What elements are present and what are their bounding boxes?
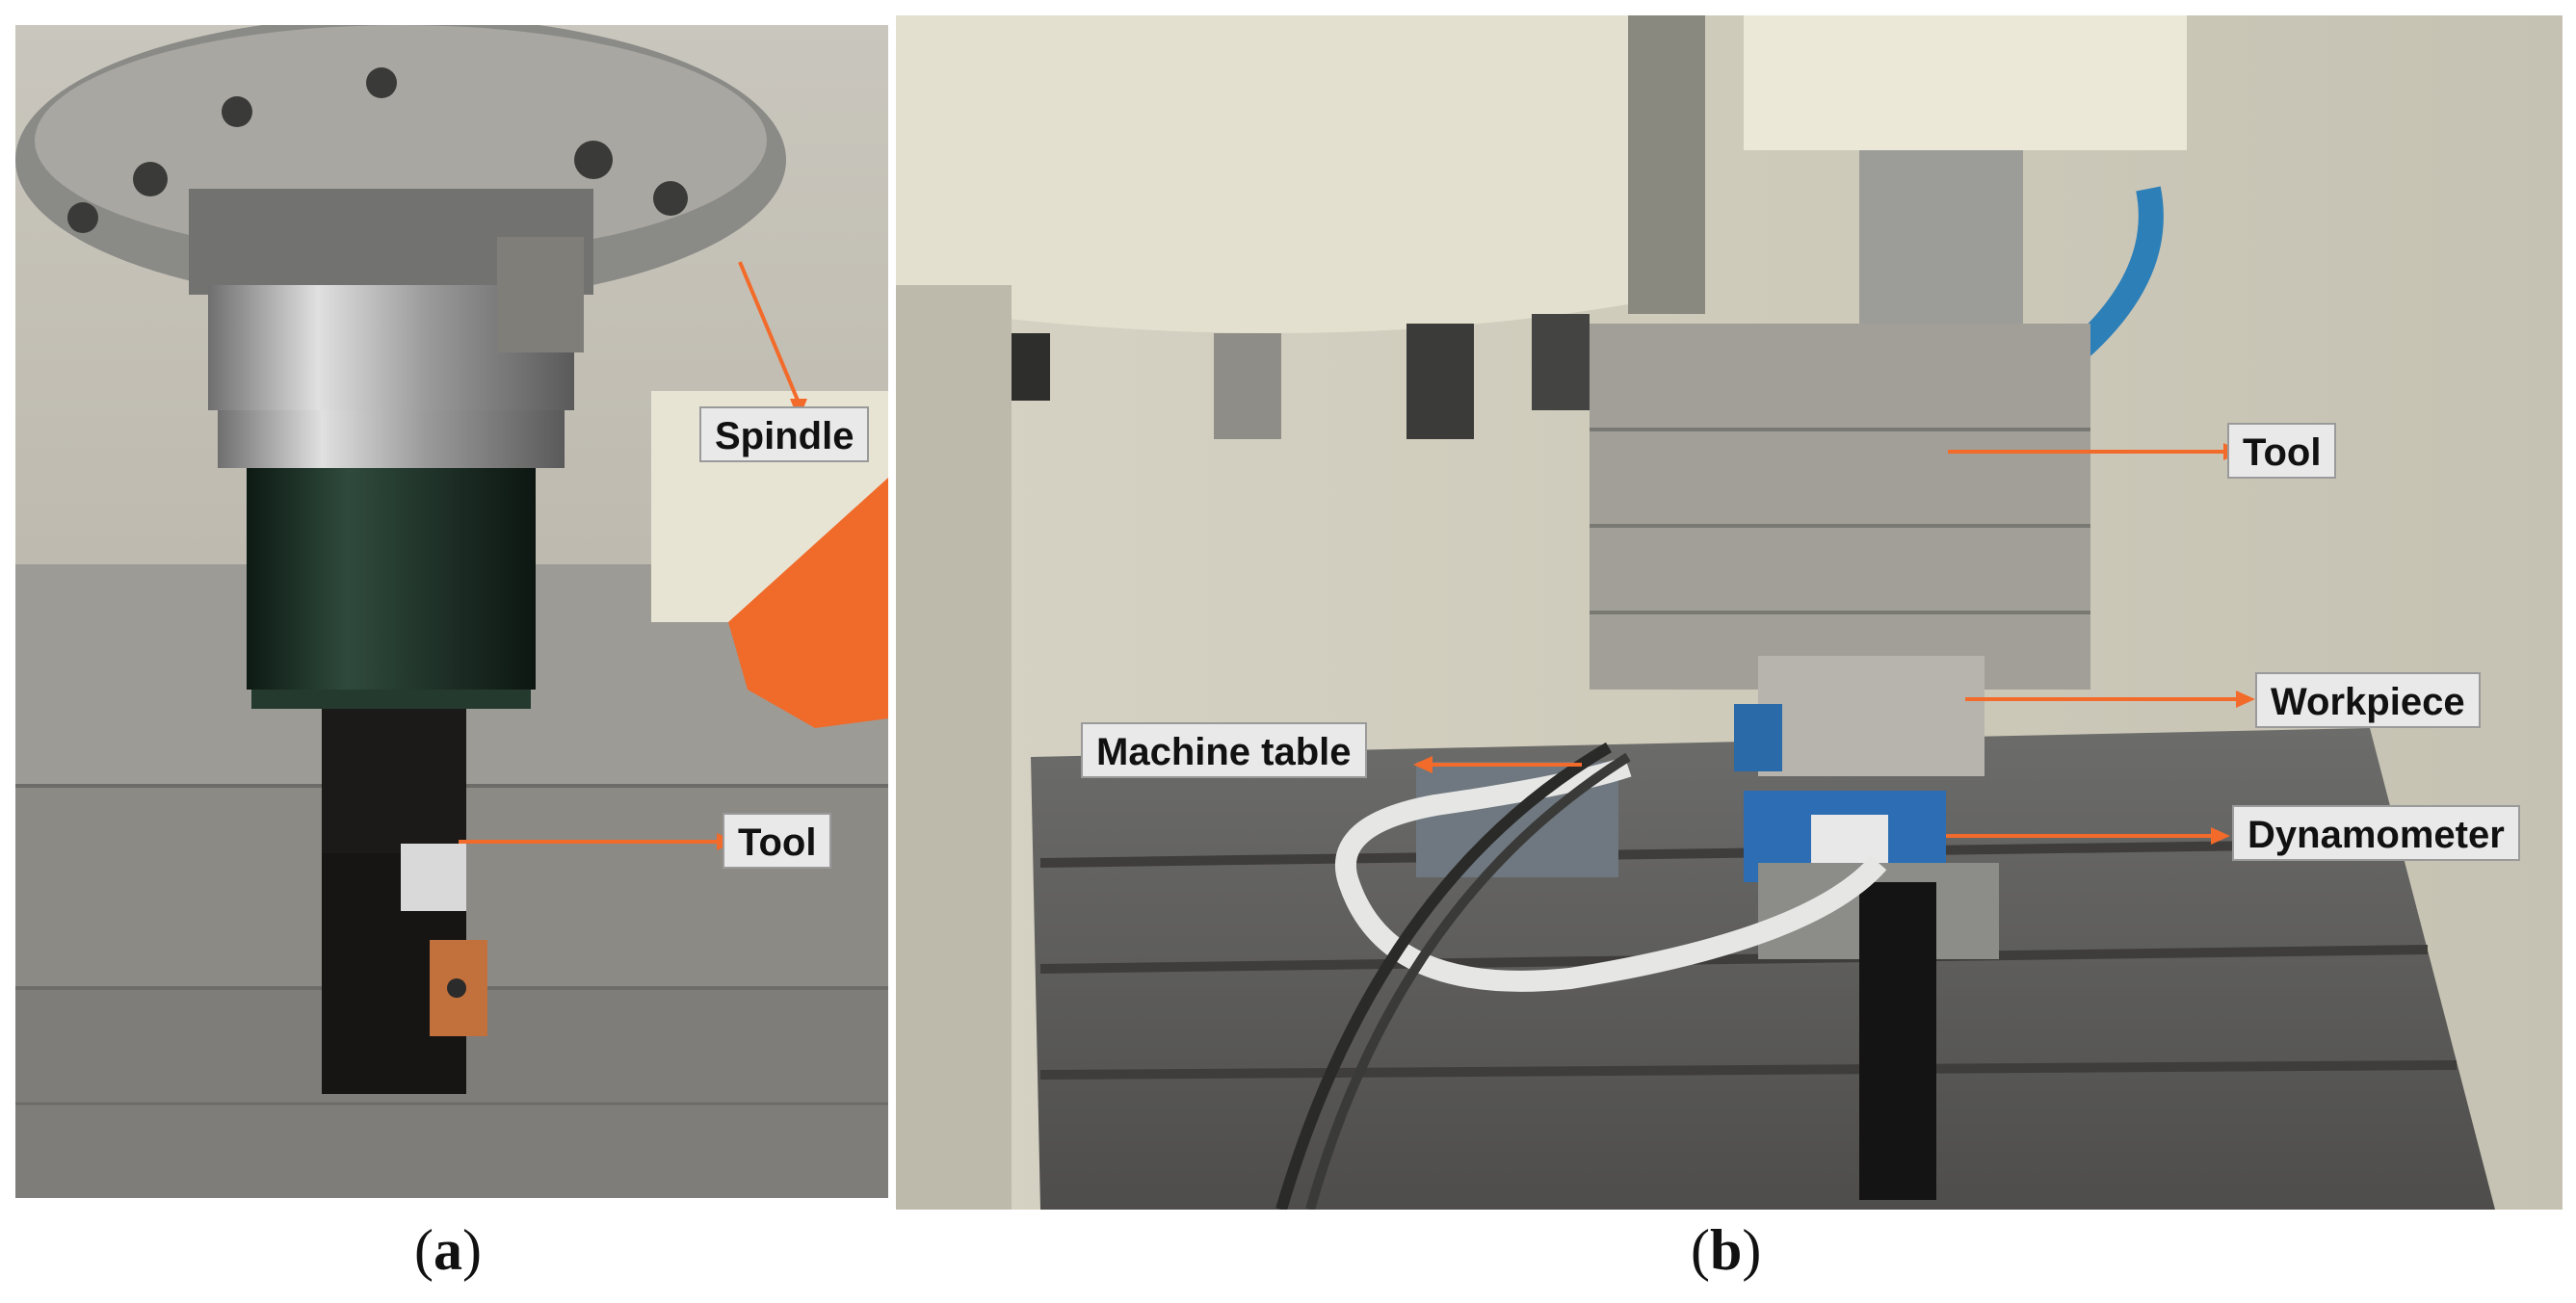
- label-tool-a: Tool: [723, 813, 832, 869]
- label-spindle: Spindle: [699, 406, 870, 462]
- label-machine-table: Machine table: [1081, 722, 1367, 778]
- tool-magazine: [896, 15, 1628, 333]
- spindle-photo: [15, 25, 888, 1198]
- spindle-head: [1859, 150, 2023, 324]
- coolant-nozzle: [728, 478, 888, 728]
- label-workpiece: Workpiece: [2255, 672, 2481, 728]
- label-tool-b: Tool: [2227, 423, 2337, 479]
- signal-cable: [1334, 756, 1887, 992]
- label-dynamometer: Dynamometer: [2232, 805, 2520, 861]
- caption-a: (a): [414, 1218, 482, 1282]
- vise-bar: [1859, 882, 1936, 1200]
- machine-photo: [896, 15, 2563, 1210]
- photo-panel-a: Spindle Tool: [15, 25, 888, 1198]
- workpiece: [1758, 656, 1985, 776]
- milling-tool: [322, 709, 466, 863]
- photo-panel-b: Tool Workpiece Machine table Dynamometer: [896, 15, 2563, 1210]
- caption-b: (b): [1691, 1218, 1762, 1282]
